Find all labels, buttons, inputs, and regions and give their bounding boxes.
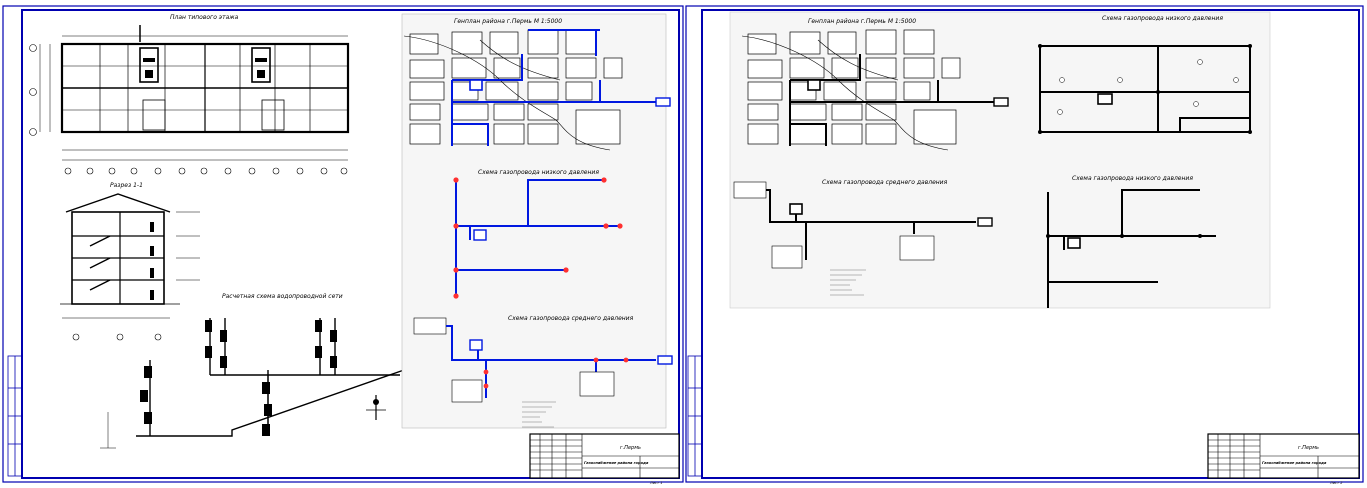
sheet-label-1: Лист 1: [649, 481, 663, 485]
genplan-panel-1: Генплан района г.Пермь М 1:5000: [401, 13, 671, 429]
low-pressure-scheme-2-bottom: Схема газопровода низкого давления: [1046, 175, 1216, 308]
low-pressure-scheme-2-top: Схема газопровода низкого давления: [1038, 15, 1252, 134]
sheet-1-inner-frame: [21, 9, 680, 479]
low-pressure-title-1: Схема газопровода низкого давления: [478, 169, 599, 176]
genplan-title-1: Генплан района г.Пермь М 1:5000: [454, 18, 562, 25]
medium-pressure-scheme-1: Схема газопровода среднего давления: [413, 315, 673, 428]
floor-plan-title: План типового этажа: [170, 14, 239, 21]
title-block-city-1: г.Пермь: [620, 445, 641, 451]
title-block-city-2: г.Пермь: [1298, 445, 1319, 451]
sheet-1: План типового этажа: [2, 5, 684, 485]
sheet-label-2: Лист 2: [1329, 481, 1343, 485]
floor-plan: План типового этажа: [29, 14, 350, 175]
section-title: Разрез 1-1: [110, 182, 143, 189]
sheet-2-panel: [729, 11, 1271, 309]
sheet-2: Генплан района г.Пермь М 1:5000: [685, 5, 1364, 485]
sheet-2-inner-frame: [701, 9, 1360, 479]
medium-pressure-title-1: Схема газопровода среднего давления: [508, 315, 634, 322]
sheet-1-binding-stamp: [7, 355, 23, 477]
section-view: Разрез 1-1: [60, 182, 200, 341]
title-block-title-1: Газоснабжение района города: [584, 461, 649, 465]
genplan-panel-2: Генплан района г.Пермь М 1:5000: [741, 18, 1009, 151]
title-block-2: г.Пермь Газоснабжение района города Лист…: [1207, 433, 1360, 485]
title-block-1: г.Пермь Газоснабжение района города Лист…: [529, 433, 680, 485]
medium-pressure-title-2: Схема газопровода среднего давления: [822, 179, 948, 186]
sheet-2-binding-stamp: [687, 355, 703, 477]
low-pressure-title-2-bottom: Схема газопровода низкого давления: [1072, 175, 1193, 182]
genplan-title-2: Генплан района г.Пермь М 1:5000: [808, 18, 916, 25]
low-pressure-title-2-top: Схема газопровода низкого давления: [1102, 15, 1223, 22]
low-pressure-scheme-1: Схема газопровода низкого давления: [453, 169, 623, 299]
medium-pressure-scheme-2: Схема газопровода среднего давления: [733, 179, 993, 296]
water-supply-scheme-title: Расчетная схема водопроводной сети: [222, 293, 343, 300]
water-supply-scheme: Расчетная схема водопроводной сети: [100, 293, 405, 449]
title-block-title-2: Газоснабжение района города: [1262, 461, 1327, 465]
